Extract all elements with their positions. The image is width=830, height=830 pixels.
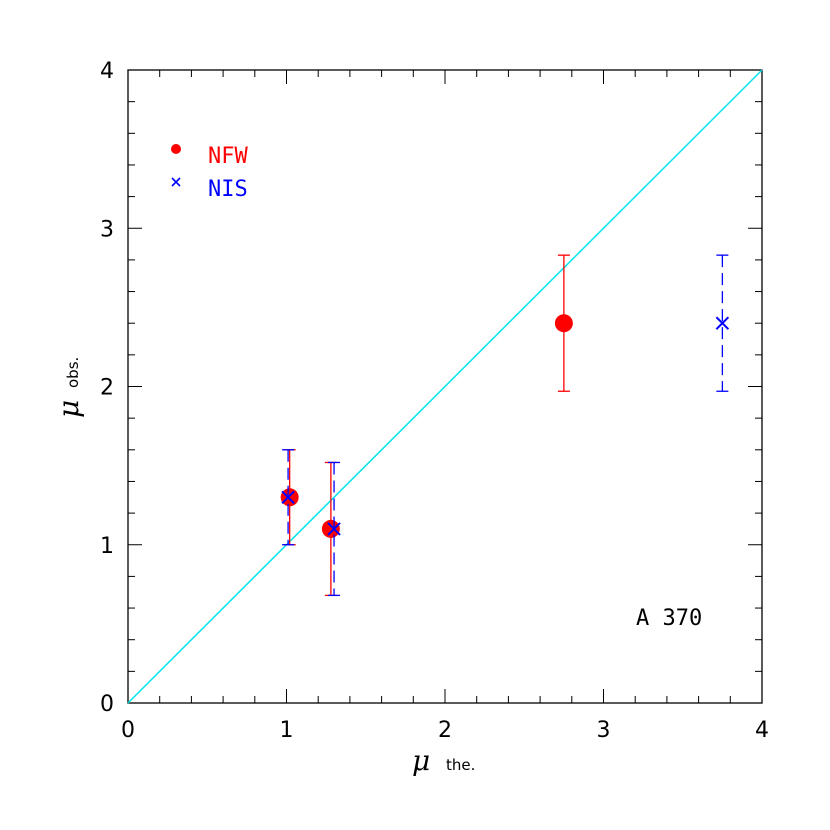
- data-point: [715, 316, 730, 330]
- x-axis-label-subscript: the.: [446, 756, 475, 774]
- legend-marker-nis: [171, 177, 181, 187]
- legend-label-nfw: NFW: [208, 144, 248, 169]
- reference-line: [127, 69, 763, 704]
- series-nfw: [280, 254, 573, 597]
- y-axis-label-symbol: μ: [52, 400, 85, 418]
- y-tick-label: 4: [100, 59, 114, 84]
- x-tick-label: 2: [438, 718, 452, 743]
- x-tick-label: 3: [597, 718, 611, 743]
- y-axis-label-subscript: obs.: [64, 357, 82, 388]
- y-tick-label: 3: [100, 217, 114, 242]
- x-tick-label: 0: [121, 718, 135, 743]
- data-point: [281, 490, 295, 504]
- x-tick-label: 1: [280, 718, 294, 743]
- reference-line-layer: [127, 69, 763, 704]
- y-tick-label: 2: [100, 376, 114, 401]
- data-point: [280, 488, 299, 507]
- data-point: [554, 314, 573, 333]
- x-tick-label: 4: [755, 718, 769, 743]
- cluster-annotation: A 370: [636, 606, 702, 631]
- series-nis: [281, 254, 730, 597]
- y-axis-label: μ obs.: [52, 357, 85, 418]
- y-tick-label: 1: [100, 534, 114, 559]
- x-axis-label-symbol: μ: [412, 744, 430, 777]
- x-axis-label: μ the.: [412, 744, 475, 777]
- legend: NFW NIS: [171, 144, 248, 202]
- axes-layer: 0 1 2 3 4 0 1 2 3 4: [100, 59, 769, 743]
- legend-marker-nfw: [171, 144, 181, 154]
- data-point: [327, 522, 341, 536]
- legend-label-nis: NIS: [208, 177, 248, 202]
- y-tick-label: 0: [100, 692, 114, 717]
- series-layer: [280, 254, 730, 597]
- data-point: [321, 519, 340, 538]
